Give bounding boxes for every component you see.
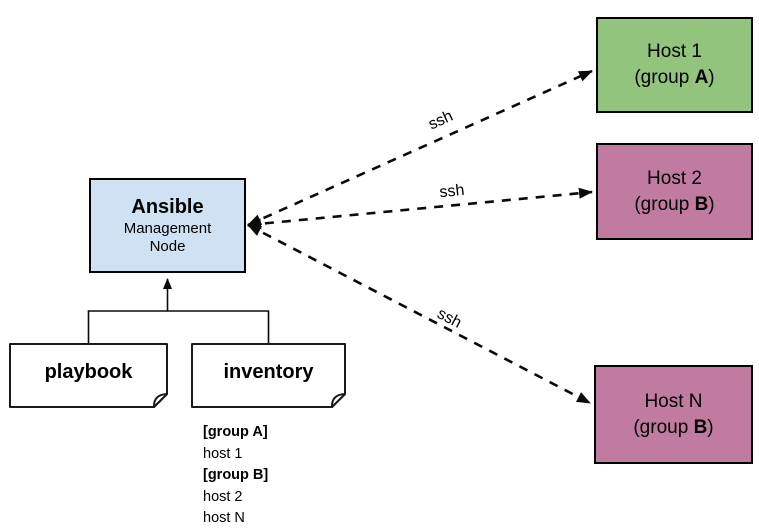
documents-connector-line	[87, 310, 270, 344]
host-2-group-letter: B	[694, 193, 709, 215]
inventory-line-host-n: host N	[203, 510, 245, 526]
inventory-line-group-b: [group B]	[203, 467, 269, 483]
ansible-management-node-box: Ansible Management Node	[89, 178, 246, 273]
inventory-line-host-2: host 2	[203, 488, 243, 505]
host-n-group: (group B)	[633, 415, 713, 441]
playbook-fold-corner	[152, 393, 168, 408]
host-2-group: (group B)	[634, 192, 714, 218]
host-1-group-prefix: (group	[634, 67, 695, 88]
ssh-edge-host-n	[247, 223, 591, 405]
inventory-fold-corner	[330, 393, 346, 408]
ssh-edge-host-2	[247, 187, 593, 230]
host-n-box: Host N (group B)	[594, 365, 753, 464]
playbook-document-label: playbook	[44, 361, 133, 383]
host-1-group-letter: A	[694, 67, 709, 88]
host-2-group-suffix: )	[708, 193, 715, 215]
host-n-group-prefix: (group	[633, 416, 694, 438]
host-1-group: (group A)	[634, 65, 714, 91]
host-n-group-letter: B	[693, 416, 708, 438]
ansible-subtitle: Management Node	[123, 219, 212, 256]
host-n-group-suffix: )	[707, 416, 714, 438]
inventory-line-group-a: [group A]	[203, 424, 268, 440]
ssh-edge-host-1	[247, 69, 593, 227]
host-2-box: Host 2 (group B)	[596, 143, 753, 240]
host-1-name: Host 1	[647, 41, 702, 62]
host-n-name: Host N	[644, 390, 703, 412]
ansible-title: Ansible	[131, 195, 204, 218]
ssh-label-host-2: ssh	[438, 181, 466, 202]
host-1-box: Host 1 (group A)	[596, 17, 753, 113]
inventory-document-label: inventory	[223, 361, 314, 383]
host-2-group-prefix: (group	[634, 193, 695, 215]
inventory-file-contents: [group A] host 1 [group B] host 2 host N	[203, 422, 268, 528]
host-2-name: Host 2	[647, 167, 702, 189]
inventory-line-host-1: host 1	[203, 445, 243, 462]
host-1-group-suffix: )	[708, 67, 715, 88]
